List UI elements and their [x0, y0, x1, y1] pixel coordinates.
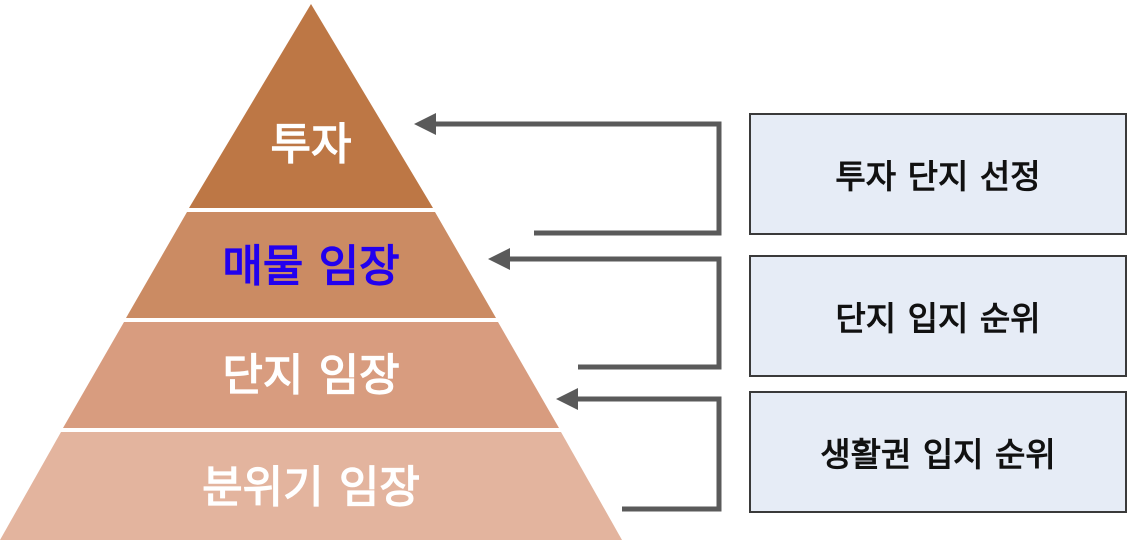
pyramid-tier-third-shape [63, 322, 559, 428]
step-box-complex-ranking-label: 단지 입지 순위 [835, 299, 1040, 338]
arrow-to-third-tier [578, 396, 722, 512]
step-box-area-ranking-label: 생활권 입지 순위 [820, 435, 1056, 474]
pyramid-tier-top-shape [189, 4, 433, 208]
arrowhead-third-tier-icon [556, 388, 578, 410]
arrow-to-second-tier [510, 256, 722, 370]
pyramid-tier-bottom-shape [0, 432, 622, 540]
pyramid-tier-second-shape [126, 212, 496, 318]
arrowhead-top-tier-icon [414, 113, 436, 135]
step-box-complex-ranking [749, 255, 1127, 377]
arrowhead-second-tier-icon [488, 248, 510, 270]
step-box-investment-label: 투자 단지 선정 [835, 157, 1040, 196]
pyramid-tier-second-label: 매물 임장 [222, 241, 399, 292]
arrow-to-top-tier [436, 121, 722, 236]
pyramid-tier-top-label: 투자 [271, 119, 352, 170]
pyramid-tier-bottom-label: 분위기 임장 [202, 462, 420, 513]
step-box-area-ranking [749, 391, 1127, 513]
connector-arrows [414, 113, 722, 512]
step-box-investment [749, 113, 1127, 235]
pyramid-tier-third-label: 단지 임장 [222, 350, 399, 401]
